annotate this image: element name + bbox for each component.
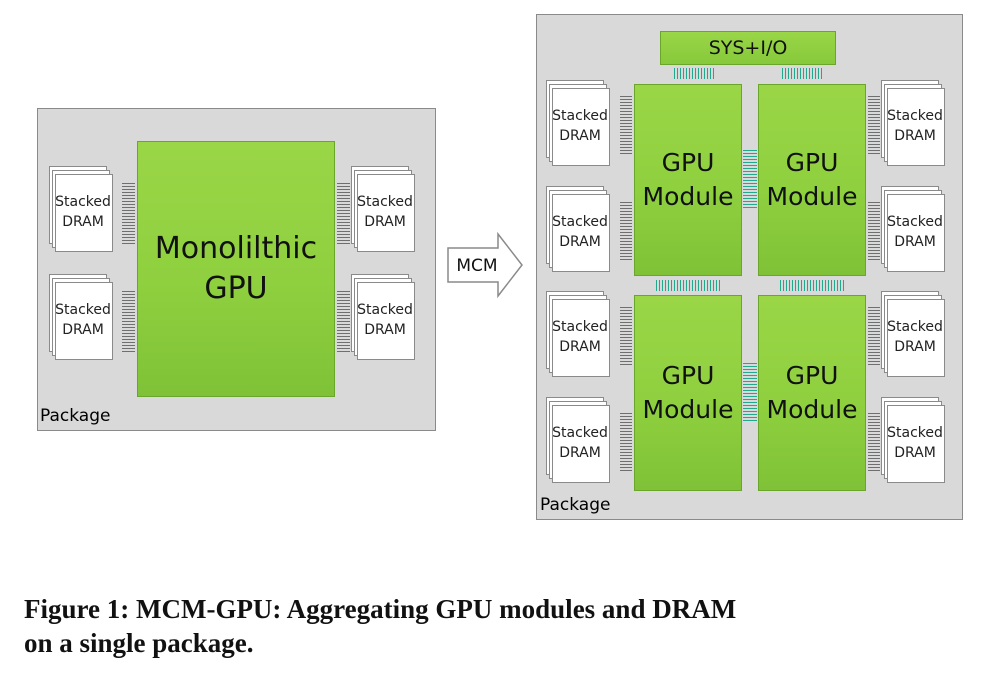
dram-link [868, 202, 880, 260]
module-link [780, 280, 844, 291]
gpu-module: GPU Module [758, 295, 866, 491]
dram-link [620, 202, 632, 260]
figure-caption: Figure 1: MCM-GPU: Aggregating GPU modul… [24, 592, 984, 660]
dram-link [337, 291, 350, 353]
gpu-module: GPU Module [634, 295, 742, 491]
package-label-right: Package [540, 495, 611, 515]
dram-stack: Stacked DRAM [351, 166, 415, 252]
dram-stack: Stacked DRAM [881, 397, 945, 483]
gpu-module: GPU Module [758, 84, 866, 276]
mcm-label: MCM [456, 256, 498, 276]
dram-link [620, 96, 632, 154]
mcm-arrow [447, 231, 523, 299]
sys-io-block: SYS+I/O [660, 31, 836, 65]
dram-link [122, 183, 135, 245]
dram-stack: Stacked DRAM [881, 186, 945, 272]
dram-link [620, 307, 632, 365]
dram-stack: Stacked DRAM [49, 274, 113, 360]
dram-link [620, 413, 632, 471]
caption-line-2: on a single package. [24, 628, 254, 658]
dram-stack: Stacked DRAM [546, 186, 610, 272]
dram-stack: Stacked DRAM [546, 80, 610, 166]
dram-link [337, 183, 350, 245]
gpu-module: GPU Module [634, 84, 742, 276]
dram-stack: Stacked DRAM [49, 166, 113, 252]
package-label-left: Package [40, 406, 111, 426]
dram-stack: Stacked DRAM [351, 274, 415, 360]
dram-link [868, 96, 880, 154]
module-link [743, 150, 757, 210]
dram-stack: Stacked DRAM [881, 291, 945, 377]
dram-link [868, 413, 880, 471]
sysio-link [782, 68, 824, 79]
dram-stack: Stacked DRAM [546, 397, 610, 483]
dram-stack: Stacked DRAM [881, 80, 945, 166]
dram-link [122, 291, 135, 353]
sysio-link [674, 68, 716, 79]
module-link [656, 280, 720, 291]
dram-stack: Stacked DRAM [546, 291, 610, 377]
dram-link [868, 307, 880, 365]
module-link [743, 363, 757, 423]
monolithic-gpu: Monolilthic GPU [137, 141, 335, 397]
caption-line-1: Figure 1: MCM-GPU: Aggregating GPU modul… [24, 594, 737, 624]
